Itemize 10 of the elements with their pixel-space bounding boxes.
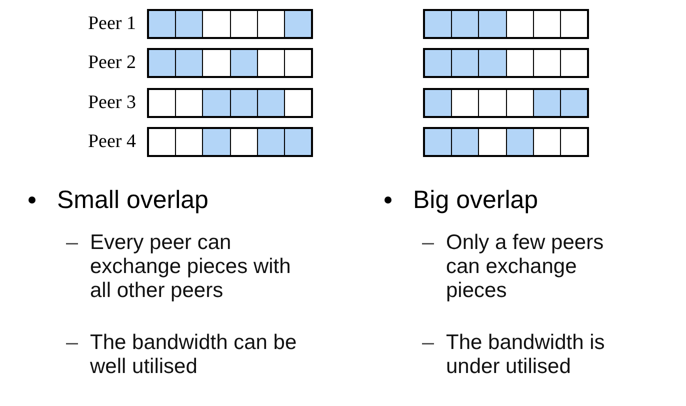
peer-label: Peer 4	[86, 130, 136, 154]
peer-label: Peer 2	[86, 51, 136, 75]
peer-label: Peer 1	[86, 12, 136, 36]
bullet-text: Only a few peers can exchange pieces	[446, 231, 605, 303]
peer-label: Peer 3	[86, 91, 136, 115]
bullet-text: The bandwidth can be well utilised	[90, 331, 298, 379]
bullet-text: The bandwidth is under utilised	[446, 331, 606, 379]
bullet-heading: Big overlap	[413, 185, 538, 215]
bullet-text: Every peer can exchange pieces with all other peers	[90, 231, 292, 303]
bullet-heading: Small overlap	[57, 185, 208, 215]
